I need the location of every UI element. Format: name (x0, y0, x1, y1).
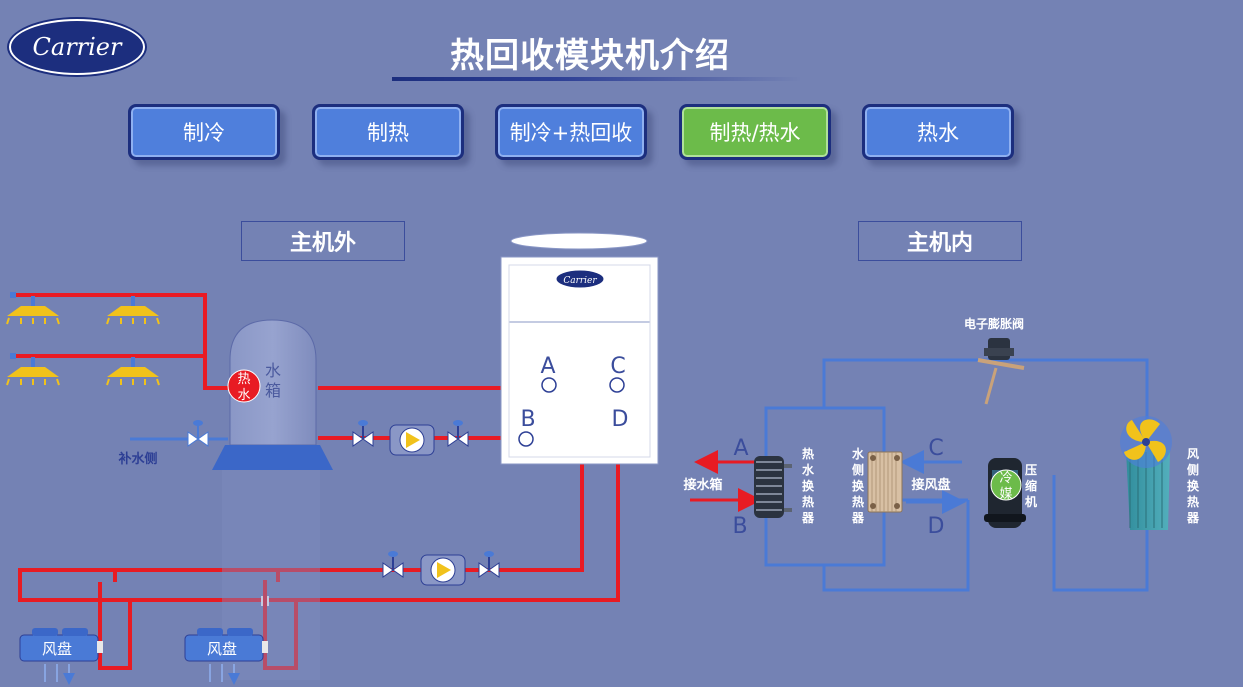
svg-text:水: 水 (852, 446, 865, 461)
fan-coil-label: 风盘 (42, 640, 72, 658)
hot-water-heat-exchanger-icon (754, 456, 792, 518)
svg-text:机: 机 (1025, 494, 1037, 509)
svg-text:侧: 侧 (1187, 462, 1199, 477)
pump-set-lower (382, 551, 500, 586)
heat-pump-unit (500, 232, 659, 465)
title-underline (392, 77, 802, 81)
shower-heads (6, 296, 160, 386)
plate-heat-exchanger-icon (867, 451, 903, 513)
svg-text:器: 器 (851, 511, 865, 525)
svg-text:热: 热 (1187, 494, 1199, 509)
water-tank (212, 319, 333, 680)
hot-water-hx-label: 热 水 换 热 器 (801, 446, 815, 525)
expansion-valve-label: 电子膨胀阀 (964, 316, 1024, 331)
fan-coil-unit (184, 628, 268, 682)
page-title: 热回收模块机介绍 (450, 36, 730, 76)
svg-text:换: 换 (1187, 478, 1200, 493)
to-fan-coil-label: 接风盘 (911, 477, 950, 493)
port-a (541, 377, 557, 393)
svg-text:热: 热 (802, 494, 814, 509)
svg-text:热: 热 (852, 494, 864, 509)
pipe-inlet (10, 353, 16, 359)
port-b (518, 431, 534, 447)
svg-text:媒: 媒 (999, 487, 1012, 502)
svg-text:缩: 缩 (1025, 478, 1037, 493)
mode-button-heating-hot-water[interactable]: 制热/热水 (679, 104, 831, 160)
air-side-hx-label: 风 侧 换 热 器 (1186, 447, 1200, 525)
carrier-logo: Carrier (9, 19, 145, 75)
pipe-inlet (10, 292, 16, 298)
tank-label: 箱 (265, 381, 281, 400)
inside-port-d-label: D (928, 514, 945, 539)
svg-text:热: 热 (802, 446, 814, 461)
svg-text:风: 风 (1187, 447, 1199, 461)
port-c (609, 377, 625, 393)
water-side-hx-label: 水 侧 换 热 器 (851, 446, 865, 525)
port-c-label: C (610, 354, 625, 379)
makeup-water-pipe (130, 420, 228, 447)
fan-coil-label: 风盘 (207, 640, 237, 658)
inside-port-b-label: B (732, 514, 747, 539)
makeup-water-label: 补水侧 (117, 451, 157, 467)
to-tank-label: 接水箱 (683, 477, 722, 493)
expansion-valve-icon (977, 338, 1025, 405)
logo-text: Carrier (32, 33, 122, 61)
svg-text:水: 水 (237, 388, 250, 403)
mode-button-cooling-heat-recovery[interactable]: 制冷+热回收 (495, 104, 647, 160)
svg-text:侧: 侧 (852, 462, 864, 477)
port-d-label: D (612, 407, 629, 432)
tank-label: 水 (265, 361, 281, 380)
unit-logo-text: Carrier (563, 276, 597, 286)
svg-text:压: 压 (1025, 463, 1037, 477)
air-side-heat-exchanger-icon (1120, 416, 1172, 530)
svg-text:器: 器 (801, 511, 815, 525)
svg-text:冷: 冷 (999, 471, 1012, 486)
inside-port-a-label: A (733, 436, 748, 461)
svg-text:换: 换 (852, 478, 865, 493)
section-label-outside: 主机外 (241, 221, 405, 261)
svg-text:器: 器 (1186, 511, 1200, 525)
fan-coil-unit (19, 628, 103, 682)
mode-button-cooling[interactable]: 制冷 (128, 104, 280, 160)
svg-text:热: 热 (237, 372, 250, 387)
svg-text:换: 换 (802, 478, 815, 493)
inside-port-c-label: C (928, 436, 943, 461)
refrigerant-circuit (764, 358, 1149, 592)
refrigerant-badge: 冷 媒 (990, 469, 1022, 502)
port-b-label: B (520, 407, 535, 432)
section-label-inside: 主机内 (858, 221, 1022, 261)
port-a-label: A (540, 354, 555, 379)
mode-button-hot-water[interactable]: 热水 (862, 104, 1014, 160)
compressor-label: 压 缩 机 (1025, 463, 1037, 509)
mode-button-heating[interactable]: 制热 (312, 104, 464, 160)
hot-water-badge: 热 水 (227, 369, 261, 403)
svg-text:水: 水 (802, 462, 815, 477)
pump-set-upper (352, 420, 469, 456)
